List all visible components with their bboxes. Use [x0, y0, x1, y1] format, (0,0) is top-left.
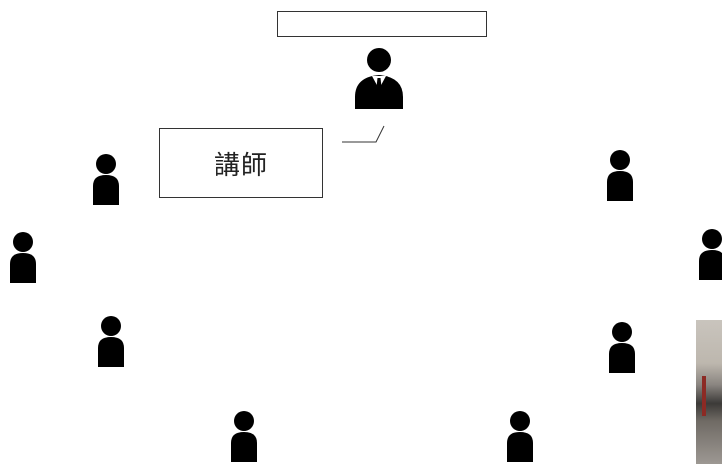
participant-icon — [98, 316, 124, 367]
participant-icon — [231, 411, 257, 462]
instructor-label: 講師 — [213, 150, 268, 181]
instructor-callout: 講師 — [159, 128, 323, 198]
participant-icon — [607, 150, 633, 201]
room-photo-thumbnail — [696, 320, 722, 464]
participant-icon — [507, 411, 533, 462]
front-board — [277, 11, 487, 37]
participant-icon — [699, 229, 722, 280]
participant-icon — [609, 322, 635, 373]
photo-detail — [702, 376, 706, 416]
callout-leader-line — [342, 125, 385, 143]
instructor-icon — [355, 48, 403, 109]
participant-icon — [10, 232, 36, 283]
participant-icon — [93, 154, 119, 205]
